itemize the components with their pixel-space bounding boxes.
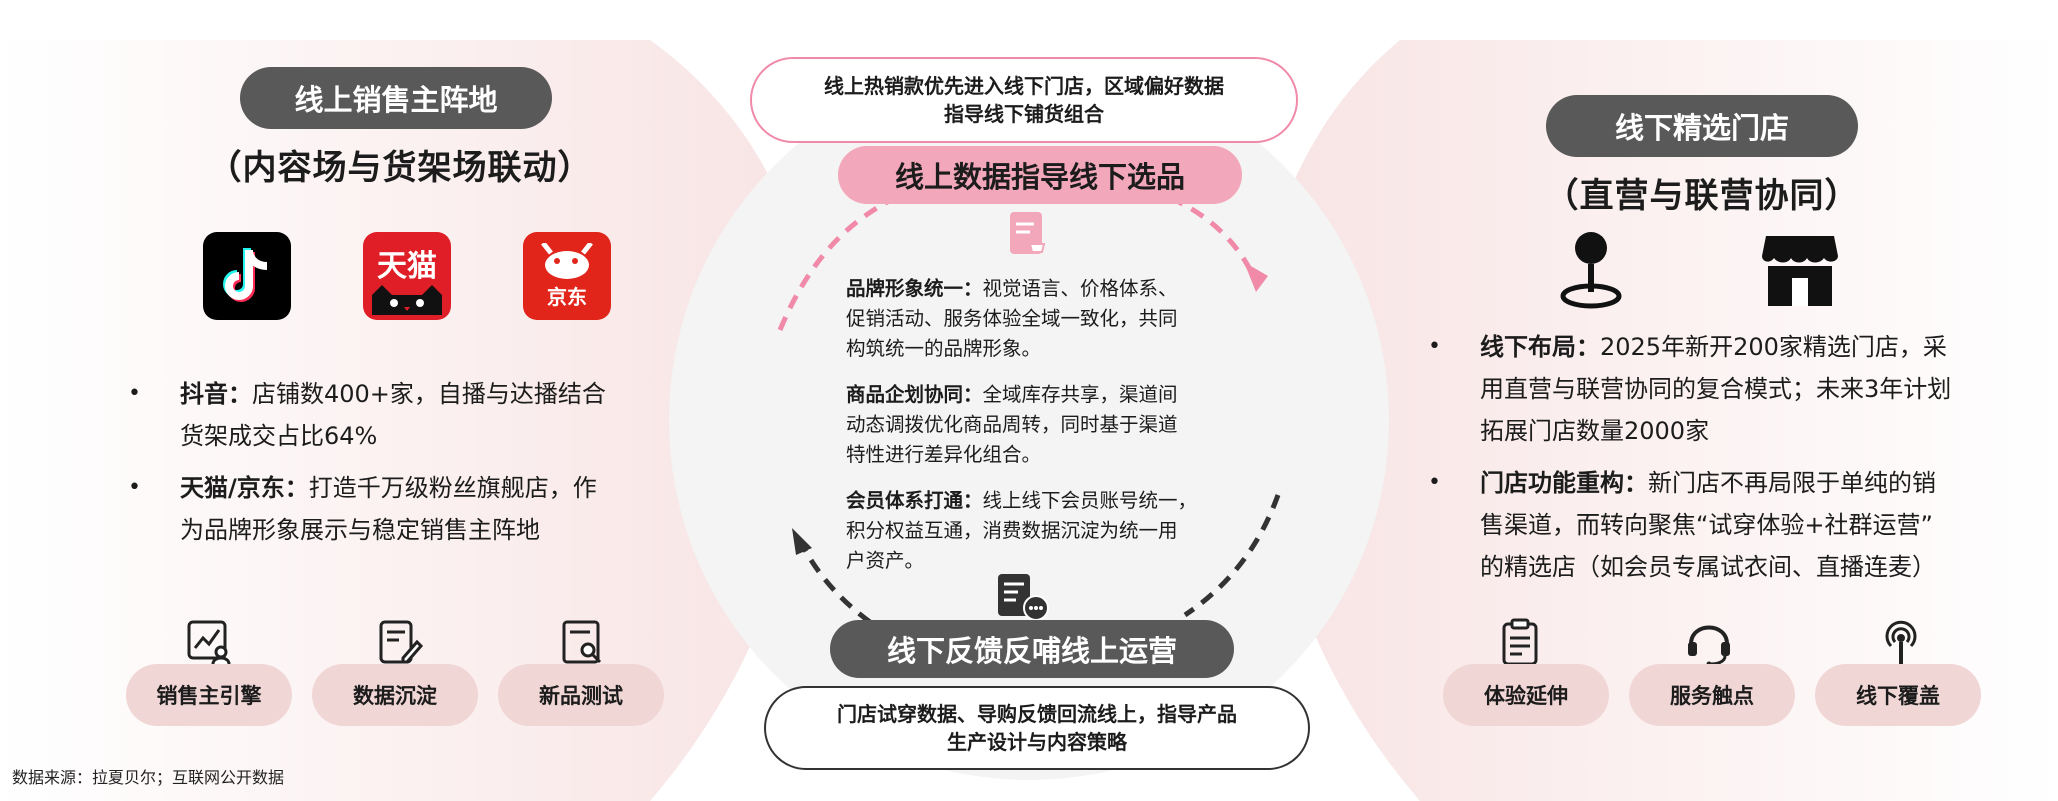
left-bullet-douyin: • 抖音：店铺数400+家，自播与达播结合 货架成交占比64% xyxy=(128,380,606,450)
tag-sales-engine: 销售主引擎 xyxy=(126,664,292,726)
signal-tower-icon xyxy=(1885,620,1917,664)
left-heading-pill: 线上销售主阵地 xyxy=(240,67,552,129)
right-subtitle: （直营与联营协同） xyxy=(1544,176,1860,216)
block-product-planning: 商品企划协同：全域库存共享，渠道间 动态调拨优化商品周转，同时基于渠道 特性进行… xyxy=(846,383,1178,466)
tag-service-touchpoint: 服务触点 xyxy=(1629,664,1795,726)
document-edit-icon xyxy=(379,620,423,664)
block-brand-image: 品牌形象统一：视觉语言、价格体系、 促销活动、服务体验全域一致化，共同 构筑统一… xyxy=(846,277,1178,360)
store-icon xyxy=(1762,236,1838,306)
right-bullet-store-function: • 门店功能重构：新门店不再局限于单纯的销 售渠道，而转向聚焦“试穿体验+社群运… xyxy=(1428,469,1936,581)
arrow-top-left xyxy=(777,195,897,331)
block-membership: 会员体系打通：线上线下会员账号统一， 积分权益互通，消费数据沉淀为统一用 户资产… xyxy=(846,489,1198,572)
document-search-icon xyxy=(562,620,602,664)
tmall-icon-text: 天猫 xyxy=(377,249,437,284)
data-source-note: 数据来源：拉夏贝尔；互联网公开数据 xyxy=(12,768,285,787)
right-heading-pill: 线下精选门店 xyxy=(1546,95,1858,157)
headset-icon xyxy=(1688,625,1730,666)
clipboard-icon xyxy=(1502,618,1538,666)
jd-icon-text: 京东 xyxy=(547,284,587,309)
dark-document-chat-icon xyxy=(998,574,1049,621)
top-pill: 线上数据指导线下选品 xyxy=(838,146,1242,204)
top-note-box: 线上热销款优先进入线下门店，区域偏好数据 指导线下铺货组合 xyxy=(750,57,1298,143)
right-arc-background xyxy=(1255,40,2058,801)
center-blocks: 品牌形象统一：视觉语言、价格体系、 促销活动、服务体验全域一致化，共同 构筑统一… xyxy=(846,274,1246,576)
sales-chart-icon xyxy=(187,620,231,665)
left-bullet-list: • 抖音：店铺数400+家，自播与达播结合 货架成交占比64% • 天猫/京东：… xyxy=(128,373,660,561)
tmall-icon: 天猫 xyxy=(363,232,451,320)
tag-new-product-test: 新品测试 xyxy=(498,664,664,726)
arrow-bottom-left-head xyxy=(792,528,812,555)
left-subtitle: （内容场与货架场联动） xyxy=(207,148,593,188)
left-bullet-tmall-jd: • 天猫/京东：打造千万级粉丝旗舰店，作 为品牌形象展示与稳定销售主阵地 xyxy=(128,474,597,544)
tag-data-accumulation: 数据沉淀 xyxy=(312,664,478,726)
bottom-pill: 线下反馈反哺线上运营 xyxy=(830,620,1234,678)
left-heading: 线上销售主阵地 xyxy=(294,83,498,117)
bottom-note-box: 门店试穿数据、导购反馈回流线上，指导产品 生产设计与内容策略 xyxy=(764,686,1310,770)
tag-experience-extension: 体验延伸 xyxy=(1443,664,1609,726)
left-arc-background xyxy=(0,40,815,801)
arrow-bottom-right xyxy=(1183,494,1281,618)
location-pin-icon xyxy=(1560,232,1622,309)
pink-document-icon xyxy=(1010,212,1046,254)
right-bullet-list: • 线下布局：2025年新开200家精选门店，采 用直营与联营协同的复合模式；未… xyxy=(1428,326,2000,598)
tag-offline-coverage: 线下覆盖 xyxy=(1815,664,1981,726)
douyin-icon xyxy=(203,232,291,320)
jd-icon: 京东 xyxy=(523,232,611,320)
right-heading: 线下精选门店 xyxy=(1614,111,1789,145)
right-bullet-offline-layout: • 线下布局：2025年新开200家精选门店，采 用直营与联营协同的复合模式；未… xyxy=(1428,333,1952,445)
arrow-top-right-head xyxy=(1244,262,1268,292)
